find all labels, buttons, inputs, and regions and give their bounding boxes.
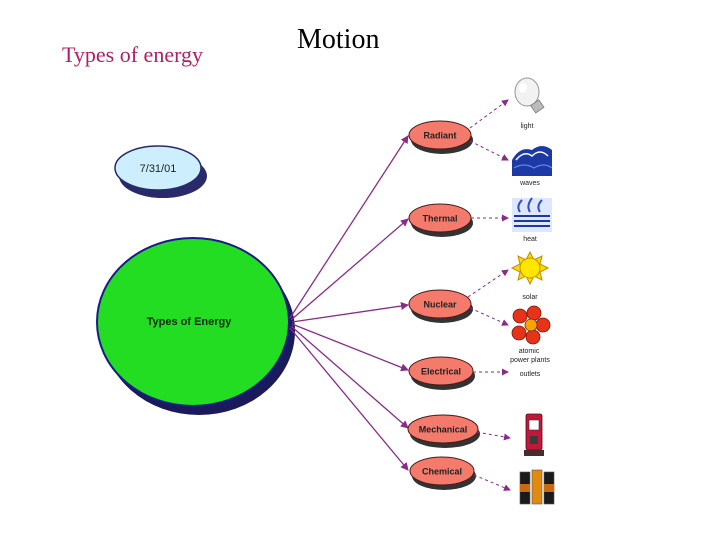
arrow-mechanical — [290, 325, 409, 429]
example-solar-label: solar — [522, 294, 538, 301]
date-label: 7/31/01 — [140, 163, 177, 175]
node-nuclear-label: Nuclear — [423, 299, 457, 309]
node-mechanical: Mechanical — [407, 414, 480, 448]
arrow-to-machine — [476, 431, 511, 441]
node-thermal: Thermal — [408, 203, 473, 237]
arrow-thermal — [290, 218, 409, 321]
example-atomic-line-2: power plants — [510, 357, 550, 364]
example-atomic-line-1: atomic — [519, 348, 540, 355]
example-heat-label: heat — [523, 236, 537, 243]
node-mechanical-label: Mechanical — [419, 424, 468, 434]
machine-icon — [524, 413, 544, 456]
arrow-to-light — [469, 99, 509, 129]
example-arrows — [467, 99, 511, 491]
arrow-to-solar — [467, 269, 509, 298]
atom-icon — [511, 305, 551, 345]
arrow-chemical — [289, 327, 409, 471]
node-electrical-label: Electrical — [421, 366, 461, 376]
node-thermal-label: Thermal — [422, 213, 457, 223]
batteries-icon — [519, 469, 555, 505]
node-electrical: Electrical — [408, 356, 475, 390]
lightbulb-icon — [514, 77, 545, 114]
node-nuclear: Nuclear — [408, 289, 473, 323]
waves-icon — [512, 142, 553, 176]
slide-heading: Motion — [297, 24, 380, 55]
example-light-label: light — [521, 123, 534, 130]
node-radiant-label: Radiant — [423, 130, 456, 140]
node-radiant: Radiant — [408, 120, 473, 154]
arrow-to-batteries — [473, 474, 511, 491]
example-atomic-label: atomic power plants — [510, 348, 550, 364]
example-outlets-label: outlets — [520, 371, 541, 378]
center-node: Types of Energy — [96, 237, 295, 415]
arrow-electrical — [291, 323, 409, 372]
center-label: Types of Energy — [147, 316, 233, 328]
heat-icon — [512, 197, 552, 232]
node-chemical-label: Chemical — [422, 466, 462, 476]
node-chemical: Chemical — [409, 456, 476, 490]
arrow-radiant — [289, 135, 409, 319]
sun-icon — [510, 250, 550, 286]
date-bubble: 7/31/01 — [114, 145, 207, 198]
arrow-to-atomic — [469, 307, 509, 326]
arrow-to-waves — [469, 140, 509, 161]
example-waves-label: waves — [519, 180, 540, 187]
arrow-nuclear — [291, 302, 409, 323]
center-arrows — [289, 135, 409, 471]
slide-title: Types of energy — [62, 42, 204, 67]
